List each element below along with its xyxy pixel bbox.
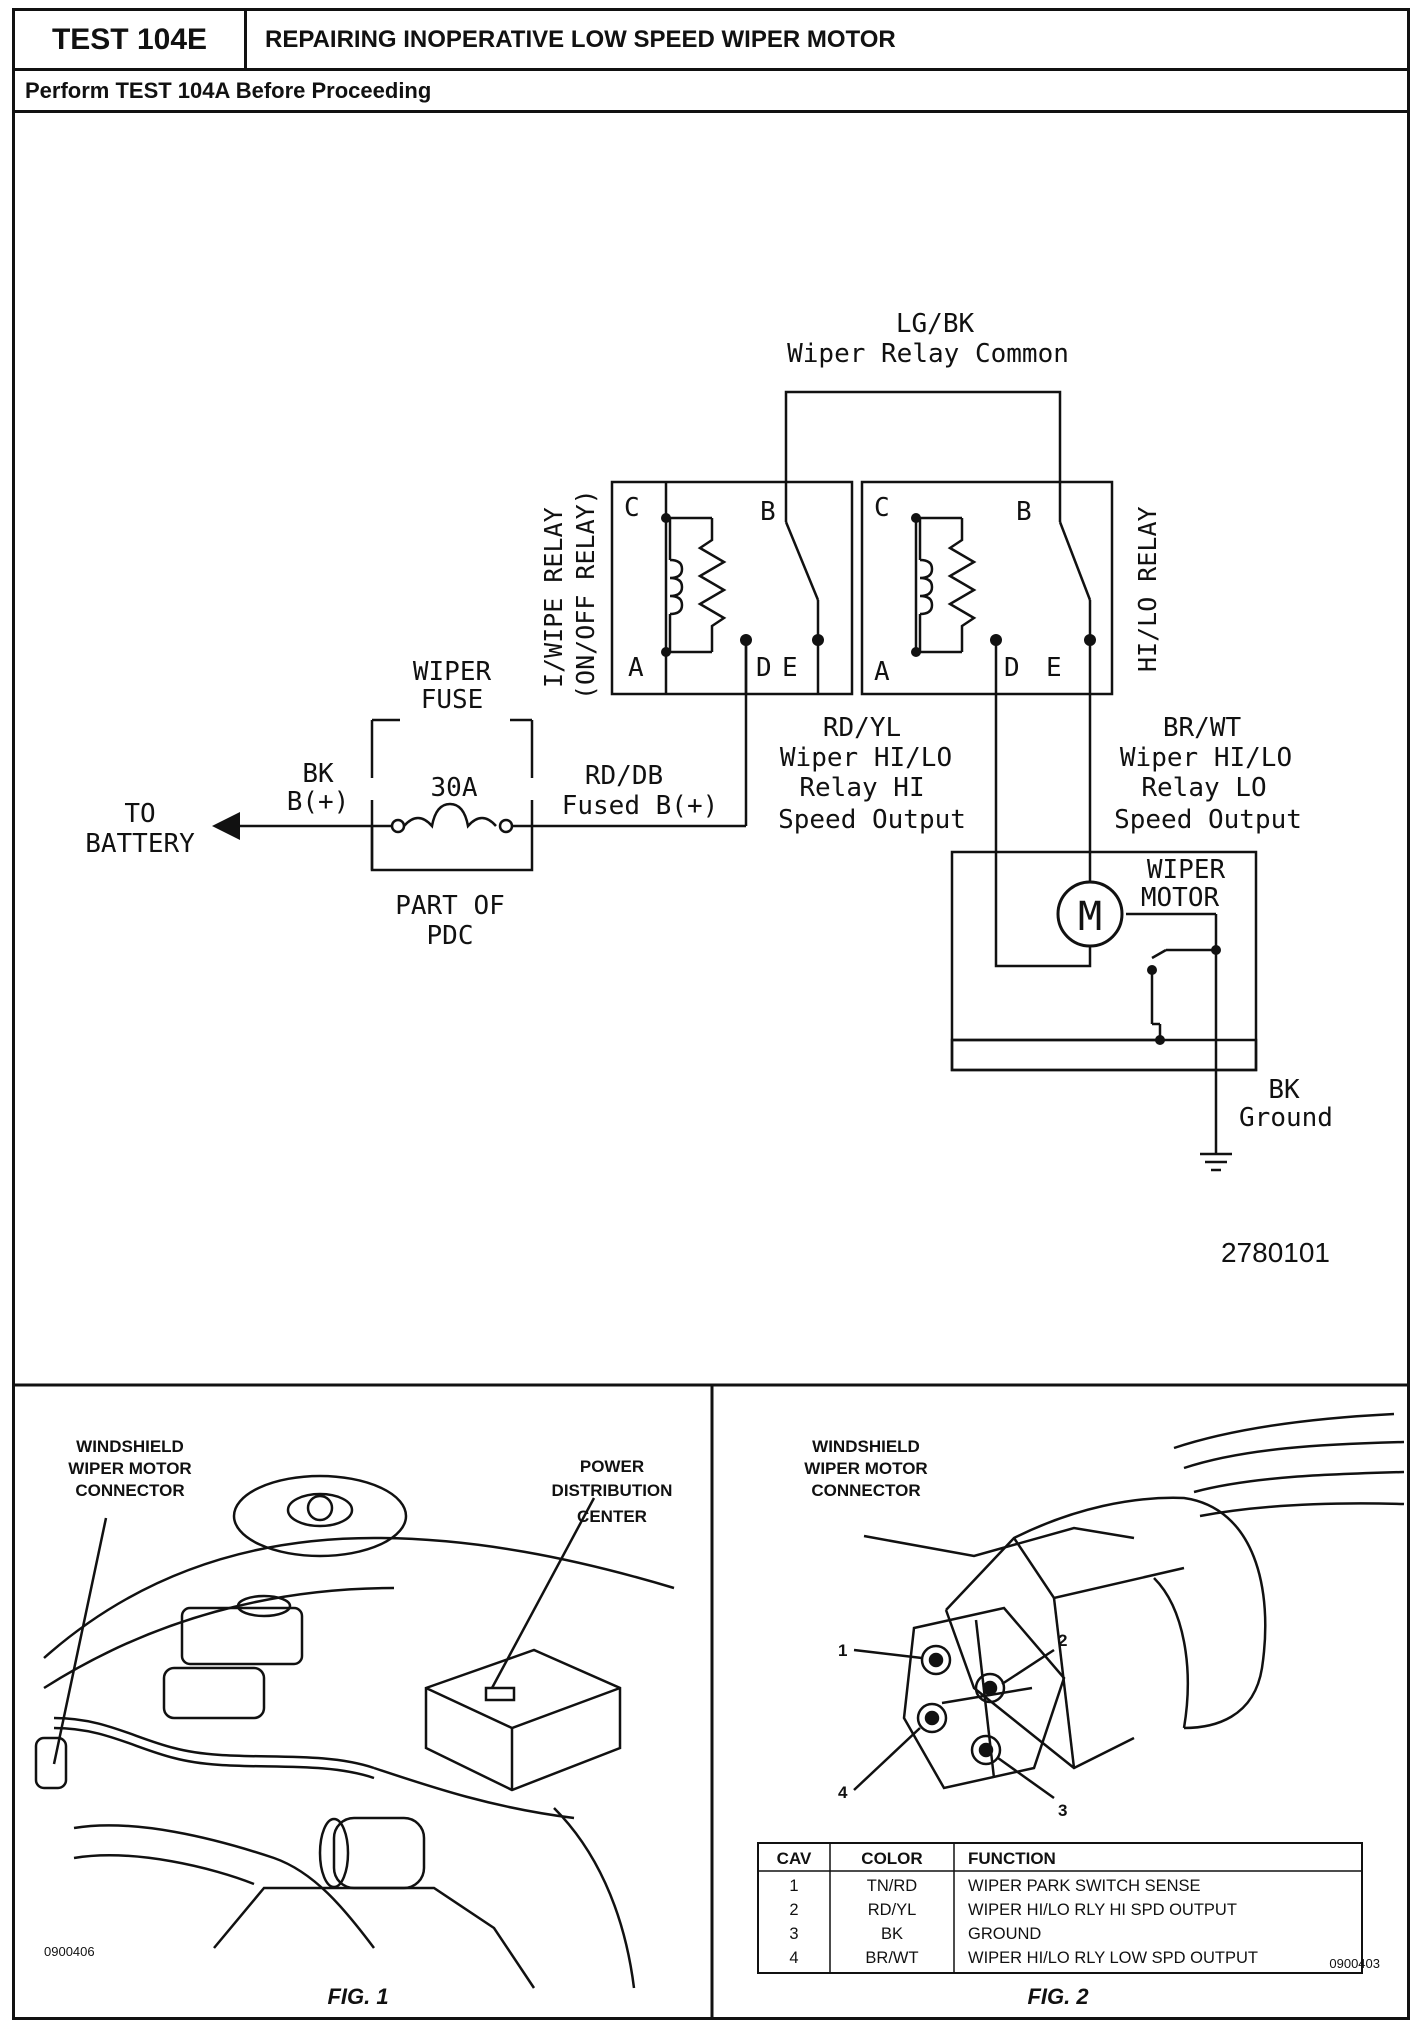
table-row: 2 [789, 1901, 798, 1919]
relay1-pin-e: E [782, 653, 798, 683]
rdyl-wire-desc-2: Relay HI [799, 773, 924, 803]
table-row: BK [881, 1925, 903, 1943]
fig1-pdc-callout-1: POWER [580, 1457, 644, 1476]
pin-label-3: 3 [1058, 1801, 1067, 1820]
table-row: RD/YL [868, 1901, 917, 1919]
bk-wire-desc: B(+) [287, 787, 350, 817]
rdyl-wire-desc-1: Wiper HI/LO [780, 743, 952, 773]
fuse-part-2: PDC [427, 921, 474, 951]
pin-label-1: 1 [838, 1641, 847, 1660]
rddb-wire-desc: Fused B(+) [562, 791, 719, 821]
relay1-box [610, 480, 854, 696]
rddb-wire-label: RD/DB [585, 761, 663, 791]
relay2-pin-b: B [1016, 497, 1032, 527]
table-row: BR/WT [865, 1949, 918, 1967]
table-row: WIPER HI/LO RLY HI SPD OUTPUT [968, 1901, 1237, 1919]
common-wire-label: LG/BK [896, 309, 975, 339]
table-row: WIPER PARK SWITCH SENSE [968, 1877, 1201, 1895]
relay2-pin-a: A [874, 657, 890, 687]
brwt-wire-desc-2: Relay LO [1141, 773, 1266, 803]
bk-wire-label: BK [302, 759, 334, 789]
fig1-connector-callout-3: CONNECTOR [75, 1481, 184, 1500]
table-row: 1 [789, 1877, 798, 1895]
pin-label-4: 4 [838, 1783, 848, 1802]
relay2-box [860, 480, 1114, 696]
relay1-pin-a: A [628, 653, 644, 683]
table-row: 4 [789, 1949, 798, 1967]
fig1-connector-callout-1: WINDSHIELD [76, 1437, 184, 1456]
table-header-function: FUNCTION [968, 1849, 1056, 1868]
relay1-name: I/WIPE RELAY [539, 507, 568, 688]
relay1-pin-b: B [760, 497, 776, 527]
fuse-part-1: PART OF [395, 891, 505, 921]
fig2-label: FIG. 2 [1027, 1984, 1089, 2009]
cavity-4 [916, 1702, 948, 1734]
relay2-pin-c: C [874, 493, 890, 523]
table-header-cav: CAV [777, 1849, 812, 1868]
fig2-callout-1: WINDSHIELD [812, 1437, 920, 1456]
relay1-pin-c: C [624, 493, 640, 523]
schematic-code: 2780101 [1221, 1237, 1330, 1268]
relay1-pin-d: D [756, 653, 772, 683]
ground-label: Ground [1239, 1103, 1333, 1133]
cavity-table: CAV COLOR FUNCTION 1 TN/RD WIPER PARK SW… [757, 1842, 1363, 1974]
to-battery-1: TO [124, 799, 155, 829]
relay2-name: HI/LO RELAY [1133, 506, 1162, 672]
to-battery-2: BATTERY [85, 829, 195, 859]
brwt-wire-label: BR/WT [1163, 713, 1242, 743]
fuse-title-2: FUSE [421, 685, 484, 715]
brwt-wire-desc-1: Wiper HI/LO [1120, 743, 1292, 773]
table-row: GROUND [968, 1925, 1041, 1943]
test-title: REPAIRING INOPERATIVE LOW SPEED WIPER MO… [265, 25, 896, 53]
fig1-label: FIG. 1 [327, 1984, 388, 2009]
rdyl-wire-label: RD/YL [823, 713, 901, 743]
header-row: TEST 104E REPAIRING INOPERATIVE LOW SPEE… [15, 11, 1407, 71]
common-wire-desc: Wiper Relay Common [787, 339, 1069, 369]
test-subtitle: Perform TEST 104A Before Proceeding [15, 71, 1407, 113]
table-row: TN/RD [867, 1877, 917, 1895]
connector-drawing: WINDSHIELD WIPER MOTOR CONNECTOR 1 2 4 3… [757, 1412, 1405, 2009]
fig1-connector-callout-2: WIPER MOTOR [68, 1459, 191, 1478]
pin-label-2: 2 [1058, 1631, 1067, 1650]
fig1-code: 0900406 [44, 1944, 95, 1959]
motor-label-2: MOTOR [1141, 883, 1220, 913]
fig2-code: 0900403 [1329, 1956, 1380, 1971]
fuse-title-1: WIPER [413, 657, 492, 687]
rdyl-wire-desc-3: Speed Output [778, 805, 966, 835]
motor-label-1: WIPER [1147, 855, 1226, 885]
brwt-wire-desc-3: Speed Output [1114, 805, 1302, 835]
relay2-pin-d: D [1004, 653, 1020, 683]
ground-wire-label: BK [1268, 1075, 1300, 1105]
motor-symbol: M [1078, 894, 1102, 940]
table-row: WIPER HI/LO RLY LOW SPD OUTPUT [968, 1949, 1258, 1967]
test-id: TEST 104E [15, 11, 247, 68]
fig2-callout-3: CONNECTOR [811, 1481, 920, 1500]
fig2-callout-2: WIPER MOTOR [804, 1459, 927, 1478]
cavity-3 [970, 1734, 1002, 1766]
engine-compartment-drawing: WINDSHIELD WIPER MOTOR CONNECTOR POWER D… [34, 1437, 675, 2009]
fig1-pdc-callout-2: DISTRIBUTION [552, 1481, 673, 1500]
relay2-pin-e: E [1046, 653, 1062, 683]
relay1-subname: (ON/OFF RELAY) [571, 489, 600, 700]
cavity-1 [920, 1644, 952, 1676]
fig1-pdc-callout-3: CENTER [577, 1507, 647, 1526]
table-header-color: COLOR [861, 1849, 922, 1868]
table-row: 3 [789, 1925, 798, 1943]
fuse-rating: 30A [431, 773, 478, 803]
cavity-2 [974, 1672, 1006, 1704]
